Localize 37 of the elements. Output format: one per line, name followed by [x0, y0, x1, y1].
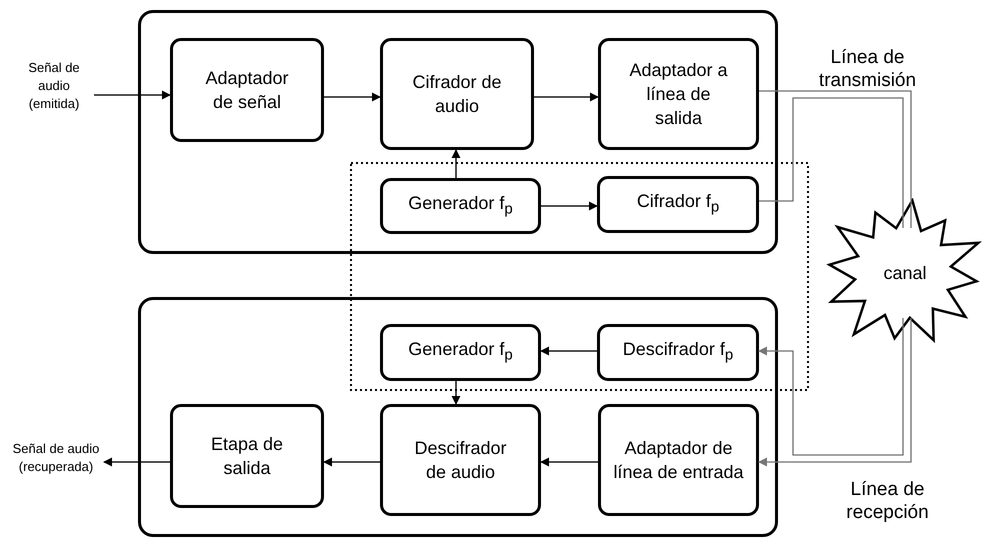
process-box — [380, 38, 534, 150]
process-box — [597, 324, 759, 381]
line-label: Línea de recepción — [845, 478, 930, 524]
process-box — [380, 178, 541, 234]
box-label: Cifrador f$_{p}$ — [636, 190, 720, 218]
box-label: Descifrador f$_{p}$ — [622, 338, 734, 366]
process-box — [380, 324, 541, 381]
box-label: Generador f$_{p}$ — [408, 338, 513, 366]
box-label: canal — [883, 262, 927, 285]
box-label: Adaptador de línea de entrada — [612, 437, 745, 484]
arrow — [540, 346, 597, 356]
arrow — [534, 92, 599, 102]
arrow — [103, 458, 170, 466]
process-box — [597, 176, 759, 233]
arrow — [452, 381, 460, 405]
process-box — [170, 404, 324, 508]
signal-label: Señal de audio (emitida) — [27, 59, 81, 113]
process-box — [380, 404, 541, 516]
box-label: Descifrador de audio — [413, 437, 508, 484]
box-label: Cifrador de audio — [411, 71, 503, 118]
arrow — [452, 149, 460, 178]
box-label: Generador f$_{p}$ — [408, 192, 513, 220]
device-panel — [138, 10, 778, 254]
box-label: Etapa de salida — [210, 433, 284, 480]
device-panel — [138, 297, 778, 537]
box-label: Adaptador a línea de salida — [628, 59, 728, 130]
arrow — [94, 90, 171, 100]
process-box — [170, 38, 324, 142]
box-label: Adaptador de señal — [204, 67, 290, 114]
process-box — [598, 38, 759, 150]
arrow — [541, 202, 598, 210]
signal-label: Señal de audio (recuperada) — [12, 440, 100, 476]
arrow — [323, 458, 380, 466]
line-label: Línea de transmisión — [818, 46, 918, 92]
process-box — [598, 404, 759, 516]
arrow — [540, 458, 598, 466]
arrow — [324, 92, 381, 102]
